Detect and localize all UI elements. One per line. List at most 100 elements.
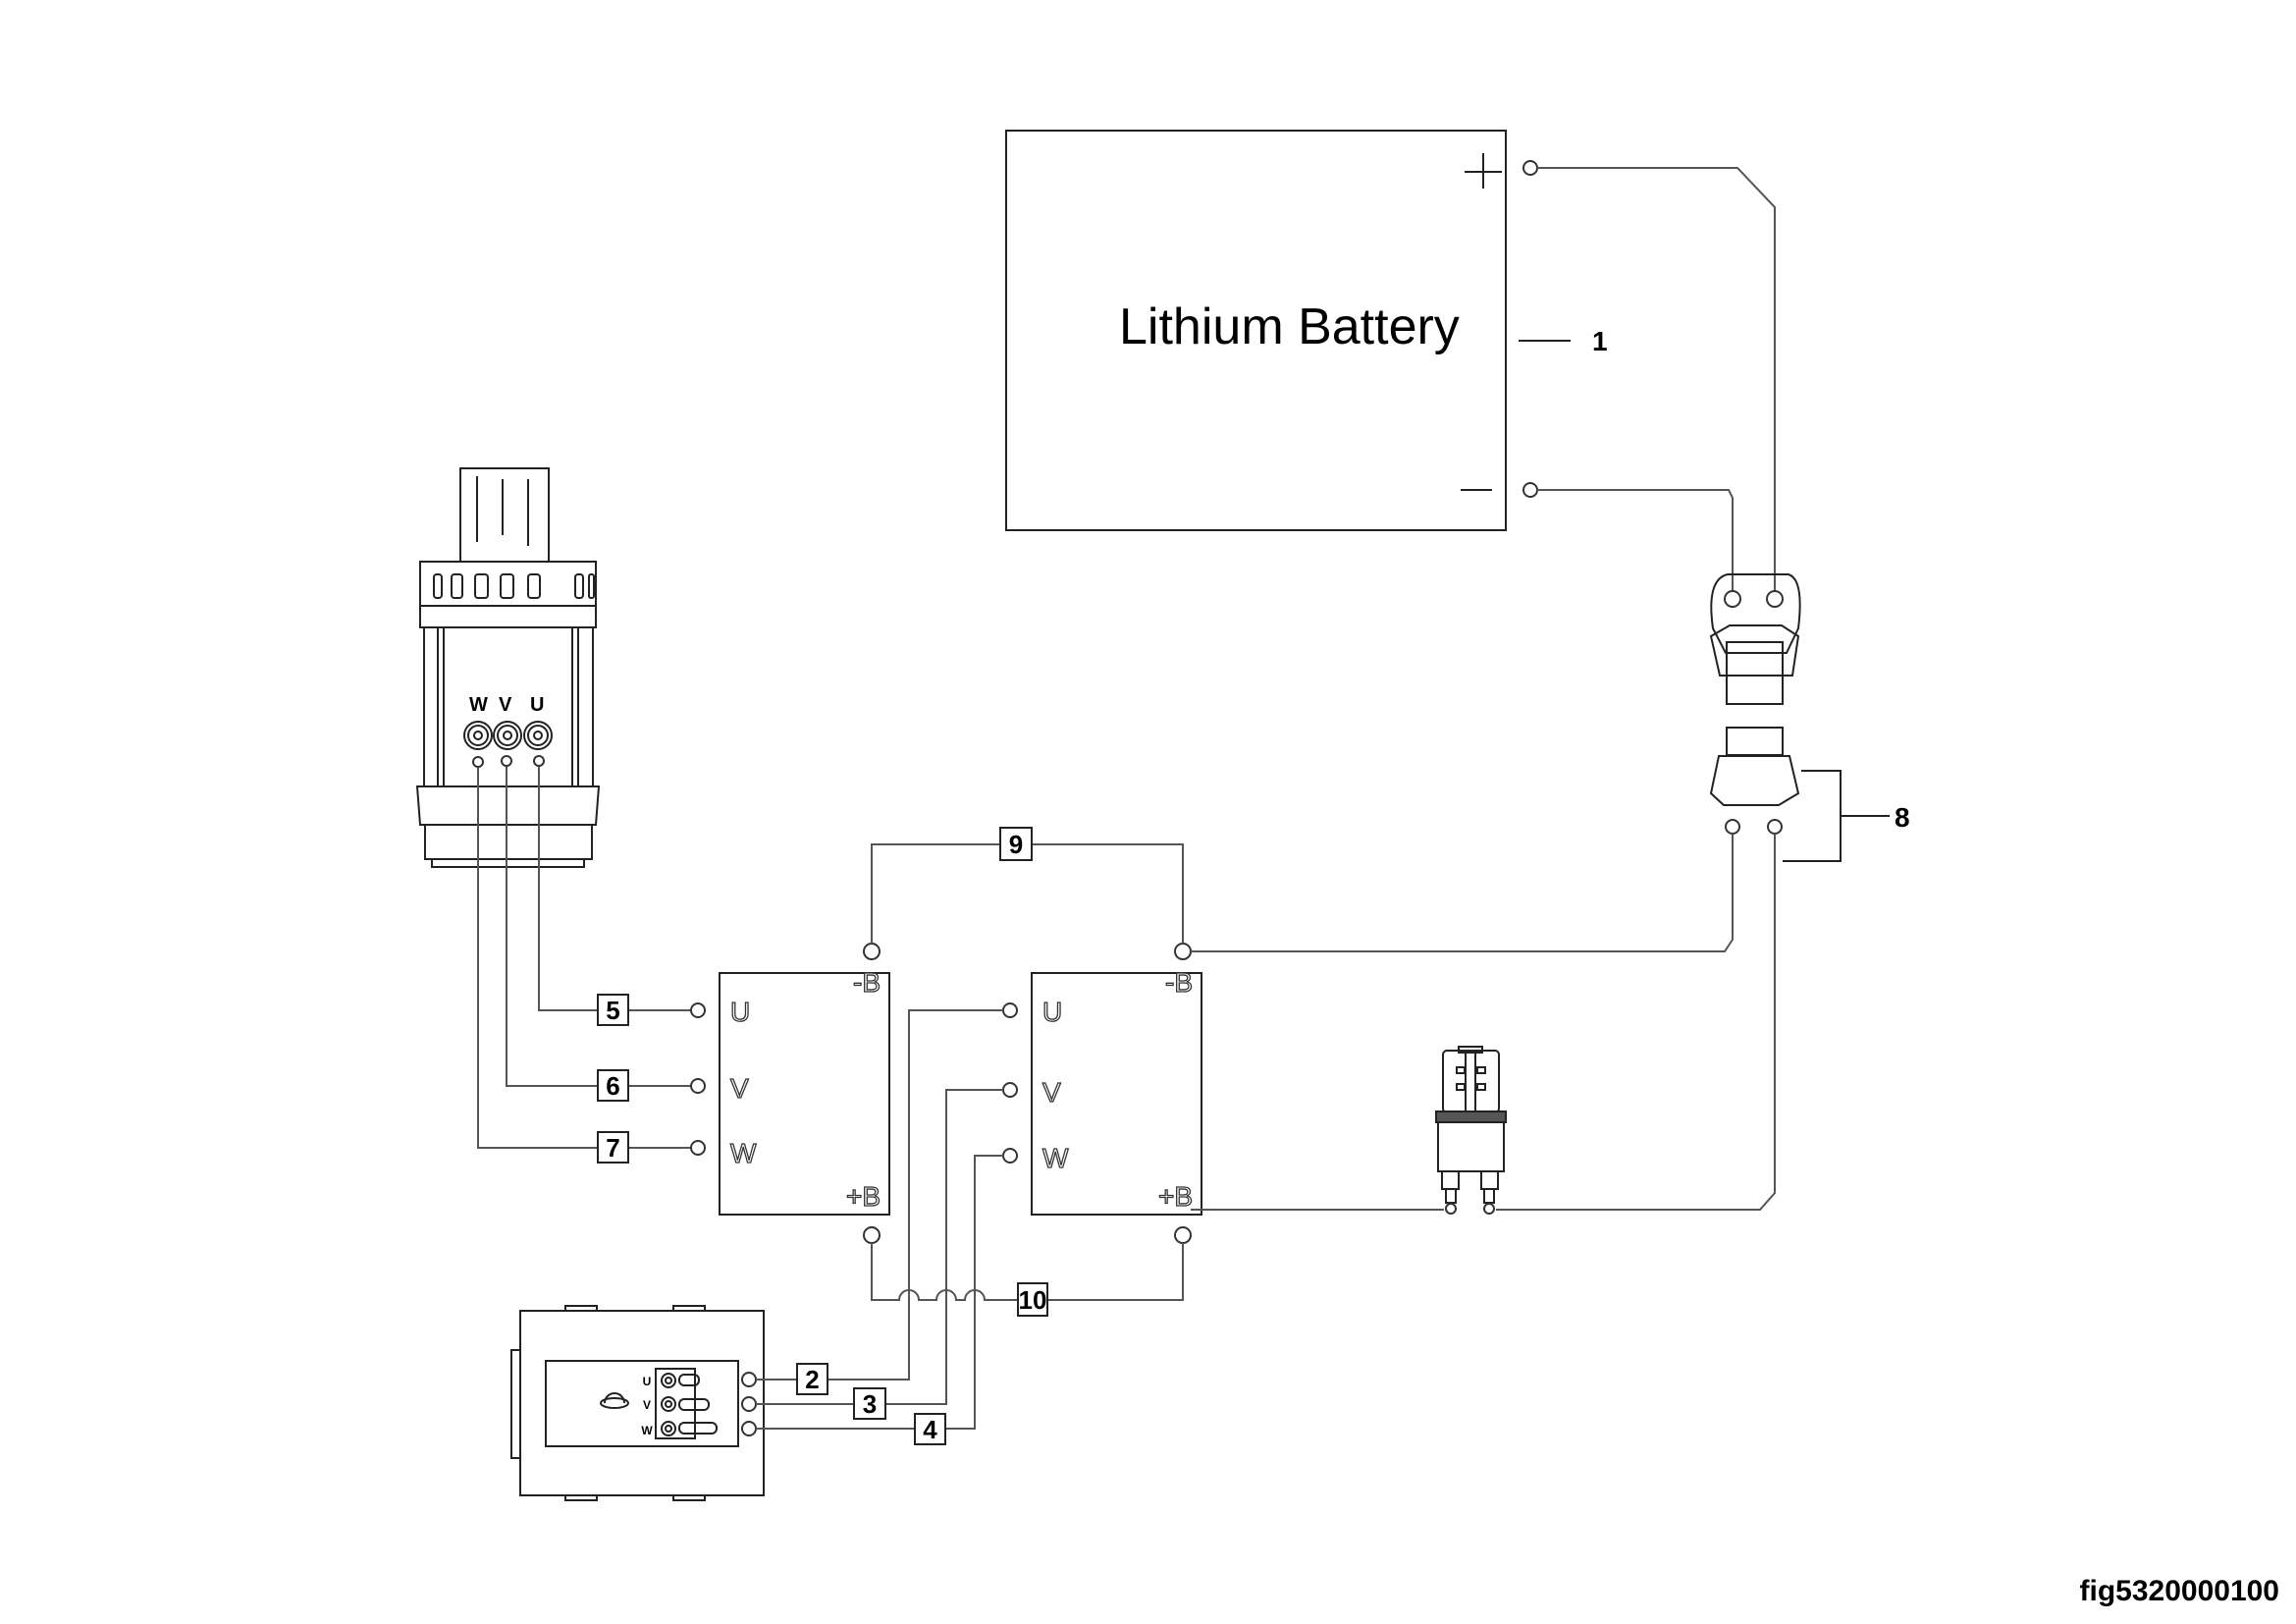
wire-9-left xyxy=(871,843,1000,944)
motor-end-cap xyxy=(415,785,601,826)
controller-left-u-terminal xyxy=(690,1002,706,1018)
controller-left-v-label: V xyxy=(730,1073,749,1104)
pump-busbar-u xyxy=(678,1374,700,1386)
motor-fan-ring xyxy=(419,561,597,607)
pump-phase-v: V xyxy=(643,1398,651,1412)
wire-label-7: 7 xyxy=(597,1131,629,1164)
pump-v-terminal xyxy=(741,1396,757,1412)
contactor-stud xyxy=(1441,1170,1460,1190)
motor-u-lead xyxy=(533,755,545,767)
wire-4-w xyxy=(945,1155,1003,1430)
battery-positive-terminal xyxy=(1522,160,1538,176)
controller-right-w-terminal xyxy=(1002,1148,1018,1164)
wire-label-3: 3 xyxy=(853,1387,886,1420)
wire-10-right xyxy=(1047,1243,1184,1301)
connector-upper-housing xyxy=(1709,624,1800,677)
figure-id: fig5320000100 xyxy=(2080,1575,2280,1607)
battery-body xyxy=(1005,130,1507,531)
motor-base xyxy=(424,824,593,860)
motor-phase-w: W xyxy=(469,694,488,716)
contactor-band xyxy=(1435,1110,1507,1123)
controller-right: U V W -B +B xyxy=(1002,943,1202,1244)
contactor-terminal-out xyxy=(1483,1203,1495,1215)
main-contactor xyxy=(1435,1046,1507,1215)
controller-left-v-terminal xyxy=(690,1078,706,1094)
contactor-stud-tip xyxy=(1483,1188,1495,1204)
motor-phase-v: V xyxy=(499,694,512,716)
controller-left-neg-terminal xyxy=(863,943,881,960)
contactor-stud-tip xyxy=(1445,1188,1457,1204)
battery-label: Lithium Battery xyxy=(1119,298,1460,355)
wire-label-2-text: 2 xyxy=(805,1365,819,1394)
pump-phase-w: W xyxy=(641,1424,653,1437)
contactor-pin xyxy=(1456,1083,1466,1091)
connector-lower-pin xyxy=(1767,819,1783,835)
wire-label-6-text: 6 xyxy=(606,1071,619,1101)
battery-positive-wire xyxy=(1537,167,1776,599)
pump-motor-terminal-plate xyxy=(545,1360,739,1447)
controller-left-pos-label: +B xyxy=(846,1181,881,1212)
pump-busbar-v xyxy=(678,1398,710,1411)
battery-connector: 8 xyxy=(1709,573,1910,862)
pump-w-terminal xyxy=(741,1421,757,1436)
battery-negative-terminal xyxy=(1522,482,1538,498)
pump-motor-side-flange xyxy=(510,1349,521,1459)
motor-foot xyxy=(431,858,585,868)
controller-left-body xyxy=(719,972,890,1216)
motor-v-lead xyxy=(501,755,512,767)
connector-lower-plug xyxy=(1726,727,1784,756)
pump-motor-terminal-block xyxy=(655,1368,696,1439)
contactor-terminal-in xyxy=(1445,1203,1457,1215)
controller-left-neg-label: -B xyxy=(853,967,881,998)
controller-left-w-label: W xyxy=(730,1138,757,1168)
controller-left-pos-terminal xyxy=(863,1226,881,1244)
wire-9-right xyxy=(1032,843,1184,944)
wire-6-v xyxy=(506,767,598,1087)
controller-right-pos-label: +B xyxy=(1158,1181,1193,1212)
wire-3-v xyxy=(885,1089,1003,1405)
motor-phase-u: U xyxy=(530,694,544,716)
controller-right-u-label: U xyxy=(1042,997,1062,1027)
connector-upper-pin xyxy=(1766,590,1784,608)
wire-label-5: 5 xyxy=(597,994,629,1026)
contactor-pin xyxy=(1456,1066,1466,1074)
controller-left: U V W -B +B xyxy=(690,943,890,1244)
contactor-stud xyxy=(1480,1170,1499,1190)
connector-lower-housing xyxy=(1709,755,1800,806)
wire-10-left xyxy=(871,1243,1018,1301)
motor-flange xyxy=(419,605,597,628)
wire-label-4: 4 xyxy=(914,1413,946,1445)
pump-phase-u: U xyxy=(643,1375,652,1388)
wire-label-9: 9 xyxy=(999,827,1033,861)
contactor-divider xyxy=(1465,1052,1476,1112)
wire-label-10: 10 xyxy=(1017,1282,1048,1317)
contactor-body xyxy=(1437,1121,1505,1172)
pump-motor-tab xyxy=(672,1494,706,1501)
wire-label-3-text: 3 xyxy=(863,1389,877,1419)
wire-label-5-text: 5 xyxy=(606,996,619,1025)
motor-terminal-studs xyxy=(463,721,553,750)
wire-label-2: 2 xyxy=(796,1363,828,1395)
contactor-coil-cover xyxy=(1442,1050,1500,1113)
wire-label-4-text: 4 xyxy=(923,1415,937,1444)
controller-right-neg-label: -B xyxy=(1165,967,1193,998)
wire-7-w xyxy=(477,768,598,1149)
wire-label-10-text: 10 xyxy=(1019,1285,1047,1315)
motor-vents xyxy=(433,573,595,599)
controller-right-pos-terminal xyxy=(1174,1226,1192,1244)
pump-motor-tab xyxy=(564,1494,598,1501)
callout-8: 8 xyxy=(1895,802,1910,833)
contactor-to-connector-wire xyxy=(1496,834,1776,1211)
pump-motor: U V W xyxy=(510,1305,765,1501)
controller-left-w-terminal xyxy=(690,1140,706,1156)
connector-upper-pin xyxy=(1724,590,1741,608)
pump-motor-tab xyxy=(672,1305,706,1312)
wire-label-9-text: 9 xyxy=(1009,830,1023,859)
contactor-pin xyxy=(1476,1066,1486,1074)
wire-2-u xyxy=(828,1009,1003,1380)
pump-motor-symbol xyxy=(600,1397,629,1409)
controller-left-u-label: U xyxy=(730,997,750,1027)
wire-label-7-text: 7 xyxy=(606,1133,619,1163)
wire-5-u xyxy=(538,767,598,1011)
